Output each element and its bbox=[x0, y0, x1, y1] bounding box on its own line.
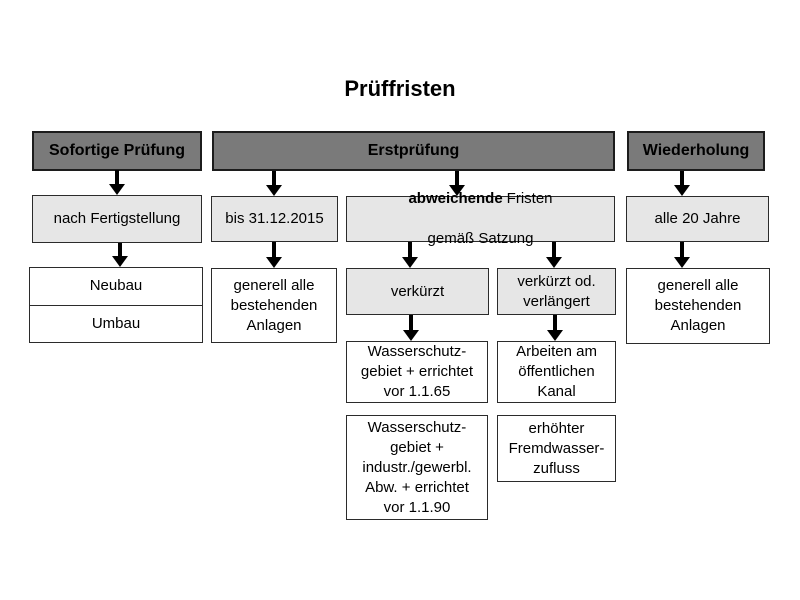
down-arrow-icon bbox=[546, 242, 562, 268]
node-generell-anlagen-erstpruefung: generell alle bestehenden Anlagen bbox=[211, 268, 337, 343]
node-fremdwasserzufluss: erhöhter Fremdwasser- zufluss bbox=[497, 415, 616, 482]
node-bis-31-12-2015: bis 31.12.2015 bbox=[211, 196, 338, 242]
down-arrow-icon bbox=[266, 242, 282, 268]
header-wiederholung: Wiederholung bbox=[627, 131, 765, 171]
header-sofortige-pruefung: Sofortige Prüfung bbox=[32, 131, 202, 171]
node-verkuerzt-verlaengert: verkürzt od. verlängert bbox=[497, 268, 616, 315]
node-wasserschutzgebiet-90: Wasserschutz- gebiet + industr./gewerbl.… bbox=[346, 415, 488, 520]
node-wasserschutzgebiet-65: Wasserschutz- gebiet + errichtet vor 1.1… bbox=[346, 341, 488, 403]
header-erstpruefung: Erstprüfung bbox=[212, 131, 615, 171]
node-verkuerzt: verkürzt bbox=[346, 268, 489, 315]
page-title: Prüffristen bbox=[344, 76, 456, 101]
node-neubau-umbau: Neubau Umbau bbox=[29, 267, 203, 343]
down-arrow-icon bbox=[674, 242, 690, 268]
node-nach-fertigstellung: nach Fertigstellung bbox=[32, 195, 202, 243]
down-arrow-icon bbox=[547, 315, 563, 341]
down-arrow-icon bbox=[403, 315, 419, 341]
gemaess-satzung-line: gemäß Satzung bbox=[427, 230, 534, 247]
down-arrow-icon bbox=[112, 243, 128, 267]
down-arrow-icon bbox=[674, 171, 690, 196]
abweichende-bold-word: abweichende bbox=[408, 190, 503, 207]
down-arrow-icon bbox=[266, 171, 282, 196]
down-arrow-icon bbox=[109, 170, 125, 195]
fristen-word: Fristen bbox=[506, 190, 553, 207]
cell-umbau: Umbau bbox=[91, 314, 141, 332]
node-generell-anlagen-wiederholung: generell alle bestehenden Anlagen bbox=[626, 268, 770, 344]
node-arbeiten-kanal: Arbeiten am öffentlichen Kanal bbox=[497, 341, 616, 403]
down-arrow-icon bbox=[449, 171, 465, 196]
down-arrow-icon bbox=[402, 242, 418, 268]
node-alle-20-jahre: alle 20 Jahre bbox=[626, 196, 769, 242]
cell-neubau: Neubau bbox=[30, 268, 202, 306]
